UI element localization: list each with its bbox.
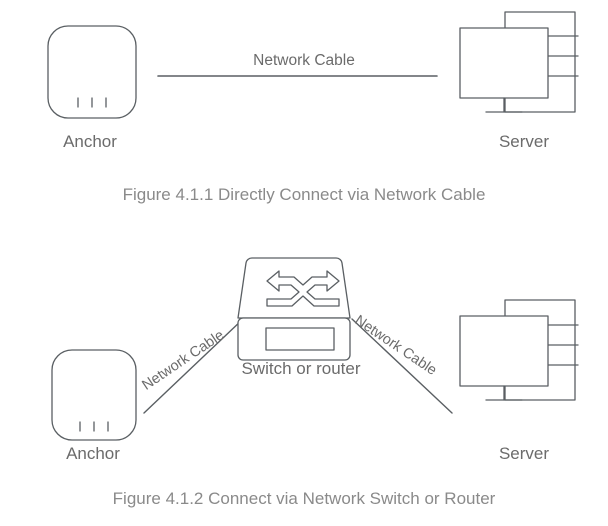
server-monitor-tower-icon [459, 11, 579, 113]
figure-caption: Figure 4.1.1 Directly Connect via Networ… [122, 185, 486, 204]
figure-directly-connect: Anchor Server Network Cable Figure 4.1.1… [0, 0, 608, 220]
anchor-label: Anchor [66, 444, 120, 463]
figure-2-graphics [51, 257, 579, 441]
switch-or-router-label: Switch or router [241, 359, 361, 378]
network-cable-line-left [143, 318, 244, 414]
server-label: Server [498, 444, 550, 463]
network-cable-label: Network Cable [253, 52, 355, 69]
figure-1-graphics [47, 11, 579, 119]
anchor-device-icon [51, 349, 137, 441]
server-label: Server [498, 132, 550, 151]
figure-caption: Figure 4.1.2 Connect via Network Switch … [112, 489, 496, 508]
crossing-arrows-icon [266, 270, 340, 307]
network-switch-icon [237, 257, 351, 361]
figure-connect-via-switch: Anchor Server Switch or router Network C… [0, 240, 608, 526]
anchor-label: Anchor [63, 132, 117, 151]
server-monitor-tower-icon [459, 299, 579, 401]
network-cable-line-right [351, 318, 453, 414]
anchor-device-icon [47, 25, 137, 119]
